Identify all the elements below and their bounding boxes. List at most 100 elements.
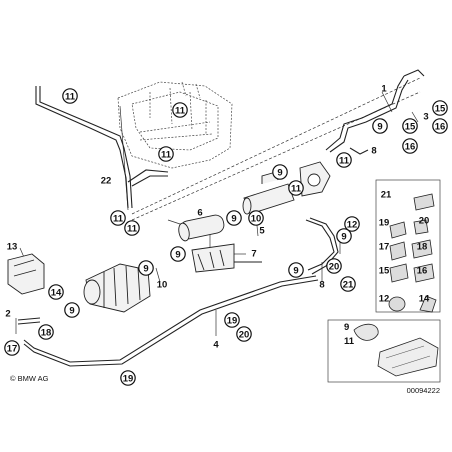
callout-label: 6	[197, 207, 202, 218]
legend-item-17: 17	[379, 241, 390, 252]
callout-20: 20	[236, 326, 252, 342]
legend-item-label: 14	[419, 293, 430, 304]
callout-label: 15	[405, 121, 416, 132]
callout-label: 11	[291, 183, 302, 194]
callout-label: 9	[231, 213, 236, 224]
callout-11: 11	[62, 88, 78, 104]
callout-label: 5	[259, 225, 265, 236]
callout-22: 22	[101, 175, 112, 186]
legend-item-label: 19	[379, 217, 390, 228]
callout-label: 22	[101, 175, 112, 186]
callout-9: 9	[288, 262, 304, 278]
callout-21: 21	[340, 276, 356, 292]
callout-9: 9	[64, 302, 80, 318]
callout-label: 9	[175, 249, 180, 260]
callout-15: 15	[402, 118, 418, 134]
callout-18: 18	[38, 324, 54, 340]
callout-label: 16	[435, 121, 446, 132]
legend-item-16: 16	[417, 265, 428, 276]
callout-label: 7	[251, 248, 256, 259]
fuel-lines	[17, 69, 425, 367]
callout-label: 11	[161, 149, 172, 160]
callout-8: 8	[371, 145, 376, 156]
callout-19: 19	[224, 312, 240, 328]
callout-label: 10	[157, 279, 168, 290]
callout-1: 1	[381, 83, 387, 94]
legend-item-14: 14	[419, 293, 430, 304]
callout-9: 9	[138, 260, 154, 276]
callout-label: 15	[435, 103, 446, 114]
callout-label: 10	[251, 213, 262, 224]
legend-item-19: 19	[379, 217, 390, 228]
callout-3: 3	[423, 111, 428, 122]
legend-item-label: 18	[417, 241, 428, 252]
callout-label: 9	[293, 265, 298, 276]
callout-10: 10	[248, 210, 264, 226]
callout-label: 4	[213, 339, 219, 350]
callout-label: 11	[65, 91, 76, 102]
callout-label: 9	[277, 167, 282, 178]
callout-17: 17	[4, 340, 20, 356]
callout-label: 11	[127, 223, 138, 234]
callout-label: 8	[371, 145, 376, 156]
legend-item-21: 21	[381, 189, 392, 200]
callout-label: 21	[343, 279, 354, 290]
legend-item-label: 15	[379, 265, 390, 276]
legend-item-label: 16	[417, 265, 428, 276]
legend-item-label: 17	[379, 241, 390, 252]
callout-11: 11	[158, 146, 174, 162]
callout-label: 9	[143, 263, 148, 274]
callout-label: 14	[51, 287, 62, 298]
inset-label-top: 9	[344, 322, 349, 333]
callout-20: 20	[326, 258, 342, 274]
callout-11: 11	[336, 152, 352, 168]
callout-11: 11	[288, 180, 304, 196]
leader-lines	[15, 77, 421, 336]
callout-label: 12	[347, 219, 358, 230]
callout-10: 10	[157, 279, 168, 290]
callout-label: 18	[41, 327, 52, 338]
callout-9: 9	[272, 164, 288, 180]
callout-label: 2	[5, 308, 10, 319]
callout-13: 13	[7, 241, 18, 252]
components	[7, 161, 331, 313]
callout-11: 11	[110, 210, 126, 226]
callout-label: 8	[319, 279, 324, 290]
callout-12: 12	[344, 216, 360, 232]
callout-9: 9	[372, 118, 388, 134]
callout-label: 11	[113, 213, 124, 224]
callout-4: 4	[213, 339, 219, 350]
legend-item-15: 15	[379, 265, 390, 276]
callout-label: 16	[405, 141, 416, 152]
callout-7: 7	[251, 248, 256, 259]
legend-item-label: 20	[419, 215, 430, 226]
callout-label: 11	[339, 155, 350, 166]
callout-16: 16	[402, 138, 418, 154]
callout-5: 5	[259, 225, 265, 236]
legend-item-18: 18	[417, 241, 428, 252]
callout-19: 19	[120, 370, 136, 386]
callout-14: 14	[48, 284, 64, 300]
callout-label: 20	[239, 329, 250, 340]
callout-label: 20	[329, 261, 340, 272]
callout-9: 9	[226, 210, 242, 226]
callout-9: 9	[336, 228, 352, 244]
callout-label: 19	[227, 315, 238, 326]
copyright-text: © BMW AG	[10, 374, 49, 383]
callout-15: 15	[432, 100, 448, 116]
tank-assembly	[117, 81, 233, 169]
callout-8: 8	[319, 279, 324, 290]
callout-label: 11	[175, 105, 186, 116]
legend-item-label: 21	[381, 189, 392, 200]
callout-2: 2	[5, 308, 10, 319]
callout-label: 9	[341, 231, 346, 242]
callout-16: 16	[432, 118, 448, 134]
callout-label: 9	[377, 121, 382, 132]
legend-item-20: 20	[419, 215, 430, 226]
callout-label: 17	[7, 343, 18, 354]
legend-item-label: 12	[379, 293, 390, 304]
callout-label: 13	[7, 241, 18, 252]
legend-panel	[327, 179, 441, 383]
